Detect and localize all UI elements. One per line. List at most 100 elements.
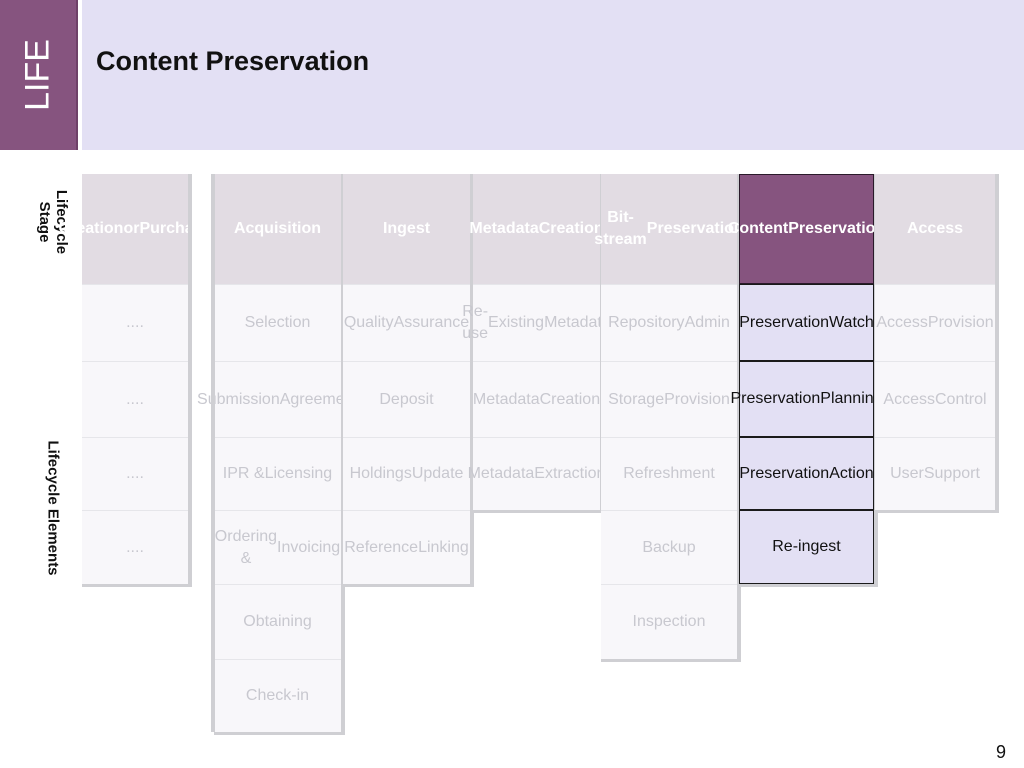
group-border bbox=[211, 174, 215, 732]
lifecycle-element-line: Preservation bbox=[730, 390, 821, 407]
lifecycle-element-line: Action bbox=[829, 464, 874, 482]
lifecycle-element-line: Ordering & bbox=[214, 527, 278, 567]
lifecycle-element-line: User bbox=[890, 465, 924, 482]
lifecycle-element-line: Metadata bbox=[472, 390, 540, 408]
lifecycle-element-line: Backup bbox=[642, 538, 696, 556]
life-logo-box: LIFE bbox=[0, 0, 78, 150]
stage-header-line: Creation bbox=[538, 220, 604, 237]
lifecycle-element-line: Watch bbox=[829, 313, 874, 331]
lifecycle-element-line: Submission bbox=[197, 390, 280, 408]
stage-header-line: Access bbox=[906, 220, 964, 237]
stage-header-ingest: Ingest bbox=[343, 174, 470, 284]
lifecycle-element-line: Deposit bbox=[379, 390, 434, 408]
lifecycle-element-refreshment: Refreshment bbox=[601, 437, 737, 510]
lifecycle-element-line: Preservation bbox=[739, 313, 830, 331]
lifecycle-element-obtaining: Obtaining bbox=[214, 584, 341, 659]
lifecycle-element-line: Invoicing bbox=[277, 538, 341, 556]
column-shadow bbox=[82, 584, 192, 587]
lifecycle-element-line: Storage bbox=[608, 390, 665, 408]
lifecycle-element-line: Holdings bbox=[349, 465, 412, 482]
lifecycle-element-line: Licensing bbox=[264, 465, 333, 482]
lifecycle-element-deposit: Deposit bbox=[343, 361, 470, 437]
page-title: Content Preservation bbox=[96, 46, 370, 76]
stage-header-line: Purchase bbox=[139, 220, 212, 237]
lifecycle-element-line: .... bbox=[126, 314, 144, 331]
lifecycle-element-line: Selection bbox=[244, 314, 311, 331]
stage-header-acquisition: Acquisition bbox=[214, 174, 341, 284]
stage-header-line: Preservation bbox=[646, 220, 744, 237]
lifecycle-element-line: Check-in bbox=[245, 687, 310, 704]
lifecycle-element-line: Re-ingest bbox=[772, 538, 841, 555]
column-shadow bbox=[739, 584, 878, 587]
column-shadow bbox=[473, 510, 604, 513]
lifecycle-element-line: Re-use bbox=[462, 303, 489, 342]
lifecycle-element-line: Refreshment bbox=[623, 465, 715, 482]
stage-header-line: or bbox=[123, 220, 140, 237]
lifecycle-element-line: Quality bbox=[343, 314, 394, 331]
lifecycle-element-ipr-licensing: IPR &Licensing bbox=[214, 437, 341, 510]
column-shadow bbox=[188, 174, 192, 584]
lifecycle-element-line: Assurance bbox=[393, 314, 470, 331]
lifecycle-element-line: Extraction bbox=[534, 465, 606, 482]
stage-header-access: Access bbox=[875, 174, 995, 284]
lifecycle-element-item: .... bbox=[82, 510, 188, 584]
lifecycle-element-line: Provision bbox=[664, 390, 730, 408]
lifecycle-element-line: Obtaining bbox=[243, 613, 312, 630]
stage-header-line: Bit-stream bbox=[594, 209, 647, 248]
lifecycle-element-ordering-invoicing: Ordering &Invoicing bbox=[214, 510, 341, 584]
lifecycle-element-line: Planning bbox=[820, 390, 883, 407]
stage-header-line: Ingest bbox=[382, 220, 431, 237]
lifecycle-element-line: .... bbox=[126, 538, 144, 556]
lifecycle-element-line: .... bbox=[126, 390, 144, 408]
lifecycle-element-line: Existing bbox=[488, 314, 545, 331]
lifecycle-element-line: Access bbox=[876, 314, 928, 331]
lifecycle-elements-label: Lifecycle Elements bbox=[44, 440, 62, 576]
lifecycle-element-line: Preservation bbox=[739, 464, 830, 482]
lifecycle-element-line: Metadata bbox=[544, 314, 611, 331]
lifecycle-element-line: .... bbox=[126, 465, 144, 482]
lifecycle-element-line: Linking bbox=[418, 538, 469, 556]
page-number: 9 bbox=[996, 742, 1007, 762]
column-shadow bbox=[214, 732, 345, 735]
column-shadow bbox=[601, 659, 741, 662]
lifecycle-element-line: Support bbox=[923, 465, 980, 482]
header-band bbox=[82, 0, 1024, 150]
lifecycle-element-line: Access bbox=[883, 390, 935, 408]
stage-header-line: Preservation bbox=[788, 220, 886, 237]
column-shadow bbox=[470, 174, 474, 584]
lifecycle-element-line: Inspection bbox=[632, 613, 706, 630]
lifecycle-element-line: Control bbox=[935, 390, 987, 408]
lifecycle-element-line: Admin bbox=[684, 314, 730, 331]
stage-header-line: Content bbox=[727, 220, 789, 237]
life-logo-text: LIFE bbox=[18, 39, 57, 111]
lifecycle-element-item: .... bbox=[82, 284, 188, 361]
lifecycle-element-line: Provision bbox=[927, 314, 994, 331]
column-shadow bbox=[343, 584, 474, 587]
lifecycle-element-inspection: Inspection bbox=[601, 584, 737, 659]
lifecycle-element-re-ingest: Re-ingest bbox=[739, 510, 874, 584]
lifecycle-element-line: Agreement bbox=[279, 390, 358, 408]
lifecycle-element-line: Metadata bbox=[467, 465, 535, 482]
column-shadow bbox=[875, 510, 999, 513]
lifecycle-element-item: .... bbox=[82, 437, 188, 510]
lifecycle-element-line: IPR & bbox=[222, 465, 265, 482]
lifecycle-element-selection: Selection bbox=[214, 284, 341, 361]
column-shadow bbox=[995, 174, 999, 510]
stage-header-line: Metadata bbox=[469, 220, 539, 237]
lifecycle-element-check-in: Check-in bbox=[214, 659, 341, 732]
